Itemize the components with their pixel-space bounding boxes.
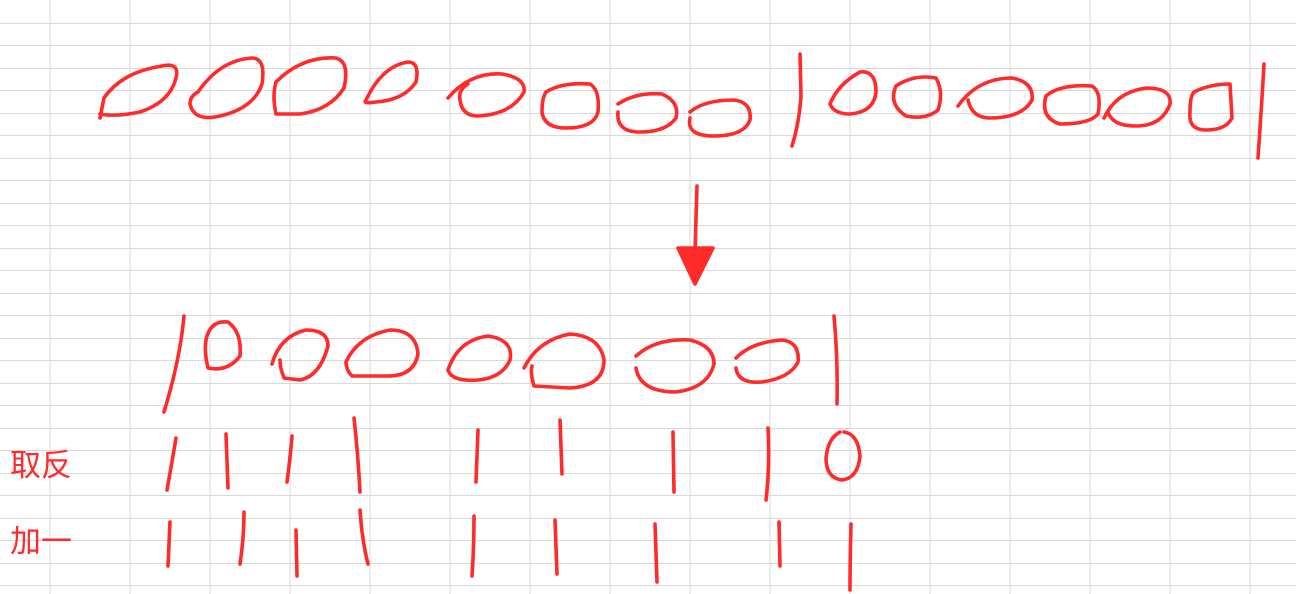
invert-one-1 (165, 436, 178, 492)
plus-one-label: 加一 (10, 524, 72, 560)
top-zero-8 (687, 98, 752, 138)
bottom-zero-1 (203, 320, 243, 371)
plus-one-5 (470, 514, 476, 578)
top-zero-11 (956, 76, 1034, 120)
plus-one-4 (358, 508, 370, 566)
plus-one-7 (653, 522, 659, 584)
top-separator-right (1256, 62, 1266, 160)
top-zero-9 (828, 70, 878, 116)
bottom-row (162, 314, 839, 414)
down-arrow (676, 184, 715, 286)
plus-one-1 (166, 520, 172, 568)
handwritten-diagram (98, 52, 1266, 592)
top-zero-1 (98, 63, 179, 120)
bottom-zero-7 (734, 338, 800, 385)
arrow-shaft (693, 184, 699, 254)
invert-one-4 (352, 416, 362, 494)
top-row (98, 52, 1266, 160)
bottom-zero-3 (344, 328, 420, 378)
plus-one-row (166, 508, 853, 592)
invert-one-5 (474, 428, 480, 484)
plus-one-9 (848, 522, 853, 592)
top-zero-10 (891, 75, 943, 119)
top-zero-12 (1042, 83, 1101, 126)
invert-one-2 (224, 432, 230, 490)
top-separator-left (790, 52, 803, 148)
bottom-zero-5 (522, 332, 606, 390)
top-zero-7 (616, 91, 679, 134)
bottom-separator-right (832, 314, 839, 406)
top-zero-4 (363, 60, 419, 105)
top-zero-6 (540, 81, 601, 130)
plus-one-6 (553, 518, 559, 576)
top-zero-5 (446, 72, 526, 118)
invert-label: 取反 (10, 448, 72, 484)
top-zero-14 (1188, 82, 1234, 132)
bottom-zero-2 (270, 328, 330, 382)
plus-one-2 (238, 510, 246, 566)
arrow-head (676, 246, 715, 286)
invert-one-6 (558, 418, 564, 476)
invert-row (165, 416, 862, 502)
plus-one-8 (777, 520, 782, 568)
top-zero-13 (1102, 86, 1172, 128)
bottom-zero-4 (446, 334, 513, 383)
top-zero-3 (272, 56, 348, 116)
invert-one-3 (285, 434, 294, 484)
invert-one-7 (671, 430, 676, 494)
invert-zero (824, 430, 862, 482)
bottom-zero-6 (634, 338, 716, 394)
bottom-separator-left (162, 314, 186, 414)
top-zero-2 (188, 56, 265, 120)
invert-one-8 (764, 426, 771, 502)
plus-one-3 (294, 528, 299, 578)
